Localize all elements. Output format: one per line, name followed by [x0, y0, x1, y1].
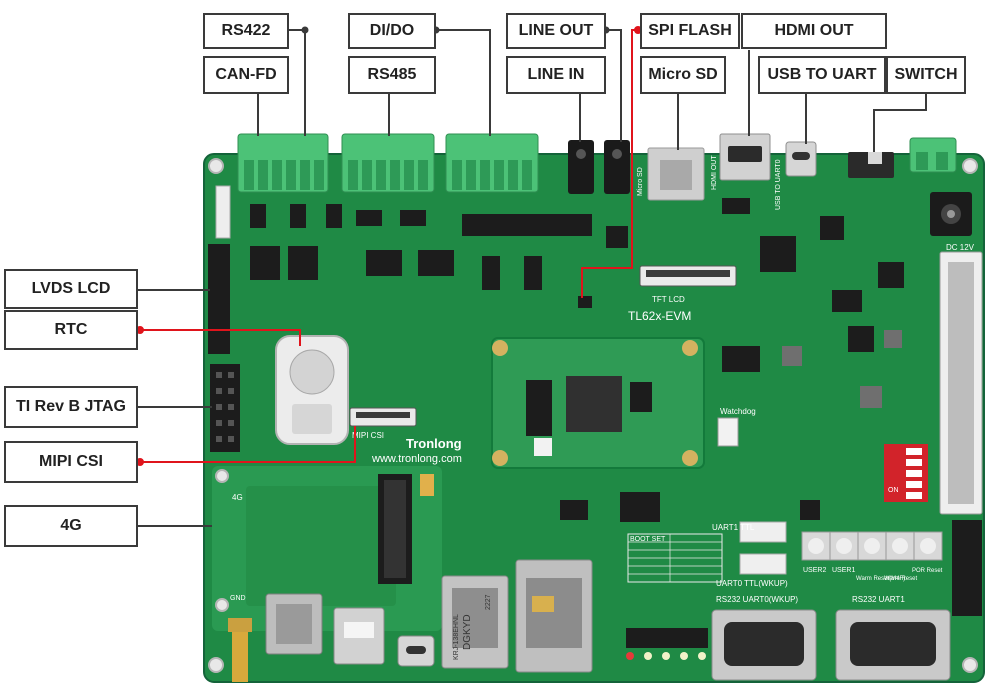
label-hdmi-out: HDMI OUT [741, 13, 887, 49]
lcd-fpc [639, 265, 737, 287]
terminal-block-rs485 [341, 133, 435, 193]
label-rtc: RTC [4, 310, 138, 350]
usb-c-connector [785, 141, 817, 177]
push-buttons [801, 531, 943, 561]
sma-antenna [228, 618, 252, 682]
label-switch: SWITCH [886, 56, 966, 94]
power-switch [848, 152, 894, 178]
dc-barrel-jack [930, 192, 972, 236]
label-lvds-lcd: LVDS LCD [4, 269, 138, 309]
mounting-holes [208, 158, 978, 673]
label-4g: 4G [4, 505, 138, 547]
boot-set-table [627, 533, 723, 583]
label-line-out: LINE OUT [506, 13, 606, 49]
silk-dgkyd: DGKYD [462, 614, 473, 650]
terminal-block-dido [445, 133, 539, 193]
silk-micro-sd: Micro SD [637, 167, 644, 196]
silk-brand: Tronlong [406, 436, 462, 451]
watchdog-jumper [717, 417, 739, 447]
silk-eth-year: 2227 [485, 594, 492, 610]
sim-slot [265, 593, 323, 655]
lvds-header [208, 244, 230, 354]
gpio-header-right [952, 520, 982, 616]
silk-board-name: TL62x-EVM [628, 309, 691, 323]
red-leader-lines [136, 26, 642, 466]
label-mipi-csi: MIPI CSI [4, 441, 138, 483]
label-can-fd: CAN-FD [203, 56, 289, 94]
inductors [782, 330, 902, 408]
silk-website: www.tronlong.com [371, 453, 462, 465]
mipi-csi-fpc [349, 407, 417, 427]
rtc-battery-holder [275, 335, 349, 445]
label-micro-sd: Micro SD [640, 56, 726, 94]
label-di-do: DI/DO [348, 13, 436, 49]
status-leds [626, 652, 706, 660]
label-rs485: RS485 [348, 56, 436, 94]
led-header [626, 628, 708, 648]
db9-connectors [711, 609, 951, 681]
silk-user1: USER1 [832, 567, 855, 574]
silk-gnd: GND [230, 595, 246, 602]
silk-user2: USER2 [803, 567, 826, 574]
label-spi-flash: SPI FLASH [640, 13, 740, 49]
silk-mipi-csi: MIPI CSI [352, 431, 384, 440]
silk-warm-reset: Warm Reset [884, 576, 917, 582]
silk-rs232-uart1: RS232 UART1 [852, 595, 905, 604]
leader-lines [138, 26, 927, 527]
silk-dc-12v: DC 12V [946, 243, 975, 252]
silk-eth-part: KRJ-138EHNL [453, 614, 460, 660]
label-usb-to-uart: USB TO UART [758, 56, 886, 94]
silk-watchdog: Watchdog [720, 407, 756, 416]
silk-on: ON [888, 487, 899, 494]
silk-off: OFF [886, 143, 900, 150]
usb-ports-bottom [333, 607, 435, 667]
audio-jacks [568, 140, 630, 194]
silk-lcd-connector: TFT LCD [652, 295, 685, 304]
silk-por-reset: POR Reset [912, 568, 943, 574]
uart-ttl-connectors [739, 521, 787, 575]
ethernet-jacks [441, 559, 593, 673]
silk-uart1-ttl: UART1 TTL [712, 523, 755, 532]
som-core-board [491, 337, 705, 469]
hdmi-connector [719, 133, 771, 181]
label-ti-jtag: TI Rev B JTAG [4, 386, 138, 428]
silk-rs232-uart0: RS232 UART0(WKUP) [716, 595, 798, 604]
micro-sd-slot [647, 147, 705, 201]
expansion-header-right [939, 251, 983, 515]
label-line-in: LINE IN [506, 56, 606, 94]
misc-ics [250, 198, 904, 522]
m2-slot [378, 474, 434, 584]
terminal-block-rs422-canfd [237, 133, 329, 193]
small-connector [215, 185, 231, 239]
silk-hdmi-out: HDMI OUT [711, 155, 718, 190]
silk-warm-reset-m4f: Warm Reset(M4F) [856, 576, 905, 582]
silk-usb-to-uart0: USB TO UART0 [775, 159, 782, 210]
jtag-header [210, 364, 240, 452]
silk-uart0-ttl: UART0 TTL(WKUP) [716, 579, 788, 588]
terminal-block-power [909, 137, 957, 173]
boot-dip-switch [884, 444, 928, 502]
silk-boot-set: BOOT SET [630, 536, 666, 543]
label-rs422: RS422 [203, 13, 289, 49]
silk-4g: 4G [232, 493, 243, 502]
